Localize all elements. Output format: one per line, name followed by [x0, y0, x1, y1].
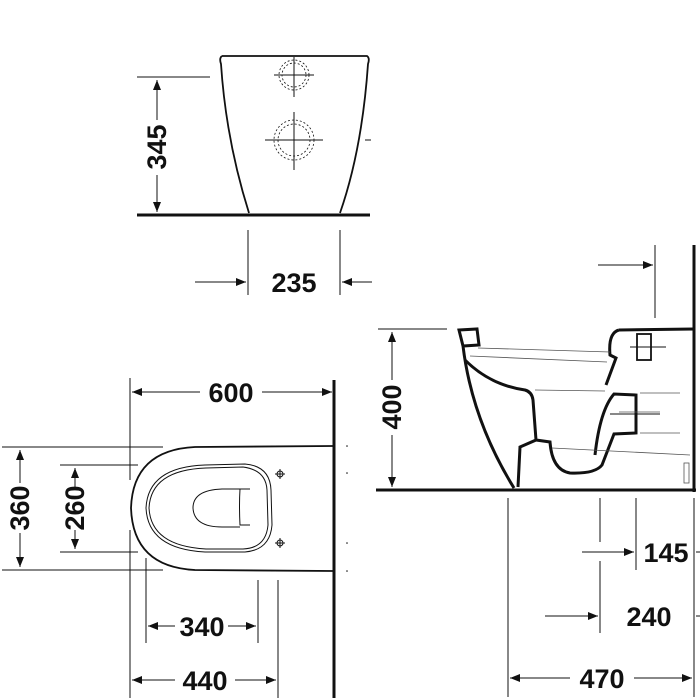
dim-rear-height: 345 [142, 124, 172, 169]
trap-outline [463, 358, 638, 488]
dim-side-height: 400 [377, 384, 407, 429]
side-view: 400 145 240 470 [376, 245, 700, 697]
lower-connection-icon [265, 112, 323, 170]
rear-view: 345 235 [137, 55, 372, 298]
rear-shell [604, 327, 695, 386]
top-view: 600 360 260 340 440 [2, 378, 348, 698]
dim-rear-width: 235 [271, 268, 316, 298]
fixing-point-icon [275, 538, 285, 548]
dim-inner-width: 260 [60, 485, 90, 530]
bowl-outline [130, 445, 334, 572]
fixing-point-icon [275, 469, 285, 479]
dim-length: 600 [208, 378, 253, 408]
rim-outline [145, 463, 273, 553]
dim-fix-distance: 340 [179, 612, 224, 642]
rear-view-outline [219, 55, 370, 214]
front-shell [457, 327, 516, 489]
dim-d1: 145 [643, 538, 688, 568]
bowl-opening [192, 488, 250, 528]
dim-depth-top: 440 [182, 666, 227, 696]
dim-d2: 240 [626, 602, 671, 632]
upper-connection-icon [274, 57, 314, 97]
dim-outer-width: 360 [5, 485, 35, 530]
dim-depth-side: 470 [579, 664, 624, 694]
